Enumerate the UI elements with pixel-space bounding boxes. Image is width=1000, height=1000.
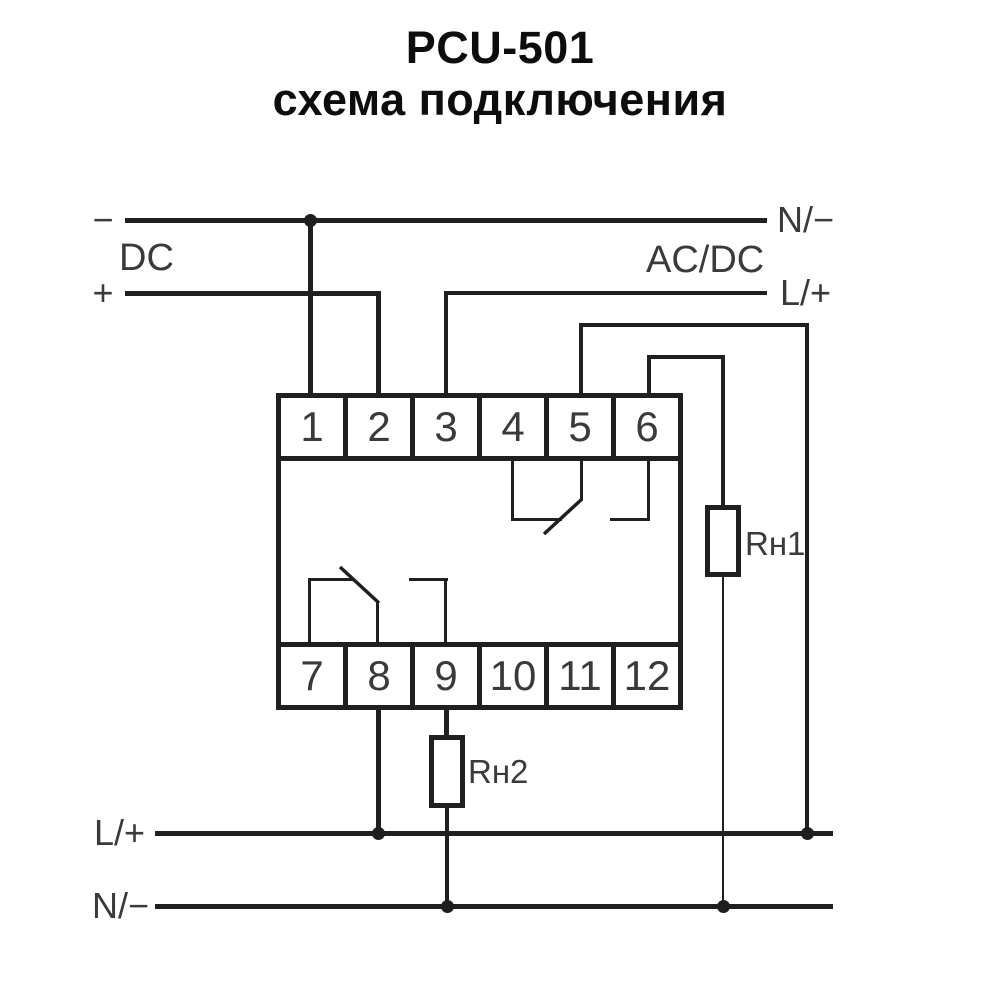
terminal-2: 2: [343, 398, 410, 456]
contact2-common-stub: [376, 601, 379, 642]
diagram-title: PCU-501 схема подключения: [0, 22, 1000, 126]
terminal-11: 11: [544, 647, 611, 705]
wire-dc-minus-rail: [125, 218, 767, 223]
contact1-common-stub: [580, 460, 583, 500]
wire-terminal6-drop: [647, 357, 651, 393]
wire-terminal3-drop: [444, 291, 448, 393]
terminal-9: 9: [410, 647, 477, 705]
terminal-4: 4: [477, 398, 544, 456]
wire-dc-plus-rail: [125, 291, 380, 296]
contact1-no-horizontal: [610, 518, 650, 521]
wire-terminal2-drop: [376, 291, 381, 393]
dc-plus-label: +: [92, 272, 114, 313]
terminal-5: 5: [544, 398, 611, 456]
terminal-3: 3: [410, 398, 477, 456]
wire-terminal8-drop: [376, 710, 381, 835]
contact2-no-horizontal: [409, 578, 448, 581]
junction-load2-neutral: [441, 900, 454, 913]
terminal-6: 6: [611, 398, 678, 456]
contact2-nc-vertical: [308, 580, 311, 642]
junction-load1-neutral: [717, 900, 730, 913]
terminal-12: 12: [611, 647, 678, 705]
relay2-blade: [338, 565, 381, 605]
wire-terminal9-to-load2: [444, 710, 449, 737]
wire-right-return: [805, 325, 809, 835]
junction-minus-terminal1: [304, 214, 317, 227]
wire-terminal1-drop: [308, 220, 313, 393]
wire-load1-bottom: [722, 575, 724, 906]
contact2-nc-horizontal: [308, 578, 353, 581]
wire-output-neutral-rail: [155, 904, 833, 909]
wire-terminal5-horizontal: [579, 323, 809, 327]
terminal-1: 1: [300, 403, 324, 450]
resistor-load2: [429, 735, 465, 808]
dc-minus-label: −: [92, 199, 114, 240]
load2-label: Rн2: [468, 753, 529, 790]
wire-output-line-rail: [155, 831, 833, 836]
wire-terminal6-horizontal: [647, 355, 725, 359]
contact1-nc-vertical: [511, 460, 514, 521]
device-model: PCU-501: [405, 22, 595, 73]
load1-label: Rн1: [745, 525, 806, 562]
contact1-no-vertical: [647, 460, 650, 521]
output-neutral-label: N/−: [92, 885, 150, 926]
contact1-nc-horizontal: [511, 518, 562, 521]
output-line-label: L/+: [94, 812, 146, 853]
resistor-load1: [705, 505, 741, 577]
contact2-no-vertical: [444, 580, 447, 642]
terminal-10: 10: [477, 647, 544, 705]
terminal-7: 7: [300, 652, 324, 699]
dc-label: DC: [119, 237, 174, 279]
wire-load2-bottom: [445, 806, 449, 906]
relay1-blade: [542, 497, 584, 536]
wire-terminal5-drop: [579, 325, 583, 393]
junction-terminal8-line: [372, 827, 385, 840]
ac-line-label: L/+: [780, 272, 832, 313]
terminal-strip-top: 1 2 3 4 5 6: [276, 393, 683, 461]
ac-neutral-label: N/−: [777, 199, 835, 240]
terminal-strip-bottom: 7 8 9 10 11 12: [276, 642, 683, 710]
acdc-label: AC/DC: [646, 239, 765, 281]
wire-load1-top: [721, 357, 725, 507]
diagram-subtitle: схема подключения: [272, 74, 728, 125]
terminal-8: 8: [343, 647, 410, 705]
wire-ac-line-rail: [444, 291, 767, 295]
junction-return-line: [801, 827, 814, 840]
